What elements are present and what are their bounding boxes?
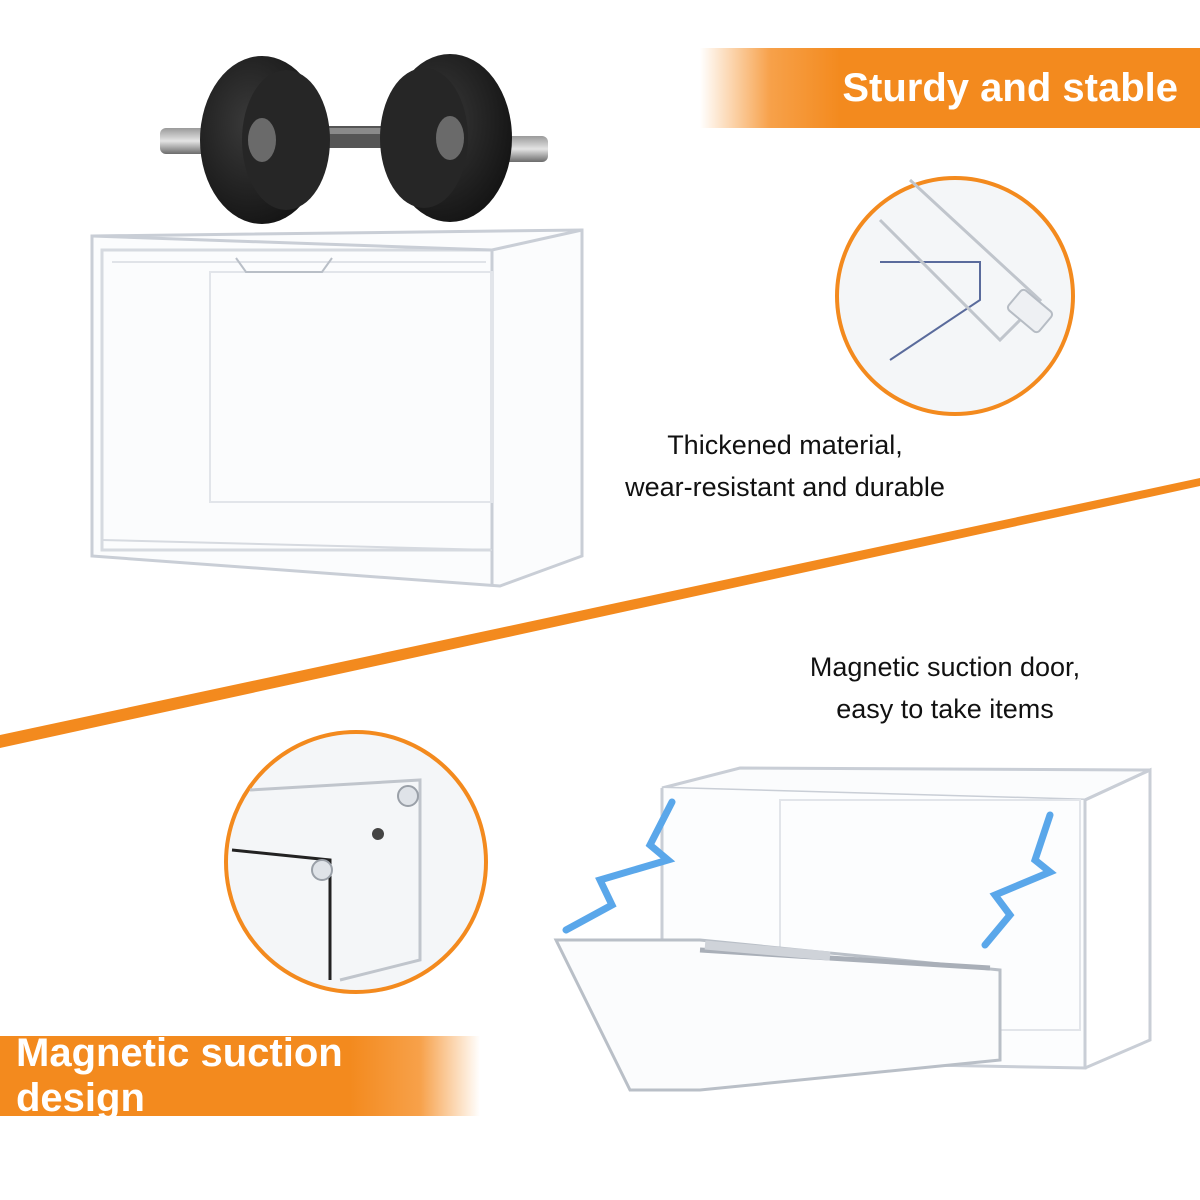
acrylic-box-open bbox=[553, 766, 1152, 1092]
zoom-circle-magnet bbox=[224, 730, 488, 994]
dumbbell-weight bbox=[160, 54, 548, 224]
magnetic-spark-icons bbox=[562, 798, 1057, 949]
diagonal-divider bbox=[0, 478, 1200, 748]
zoom-circle-thick-edge bbox=[835, 176, 1075, 416]
banner-sturdy-stable-text: Sturdy and stable bbox=[842, 65, 1178, 110]
banner-magnetic-design: Magnetic suction design bbox=[0, 1031, 480, 1120]
caption-thickened-material: Thickened material, wear-resistant and d… bbox=[590, 424, 980, 508]
acrylic-box-closed bbox=[90, 228, 584, 588]
caption-magnetic-door: Magnetic suction door, easy to take item… bbox=[770, 646, 1120, 730]
banner-sturdy-stable: Sturdy and stable bbox=[700, 48, 1200, 128]
caption-magnetic-line2: easy to take items bbox=[836, 694, 1054, 724]
caption-magnetic-line1: Magnetic suction door, bbox=[809, 652, 1081, 682]
caption-thickened-line1: Thickened material, bbox=[667, 430, 903, 460]
banner-magnetic-design-text: Magnetic suction design bbox=[16, 1031, 343, 1120]
caption-thickened-line2: wear-resistant and durable bbox=[625, 472, 945, 502]
